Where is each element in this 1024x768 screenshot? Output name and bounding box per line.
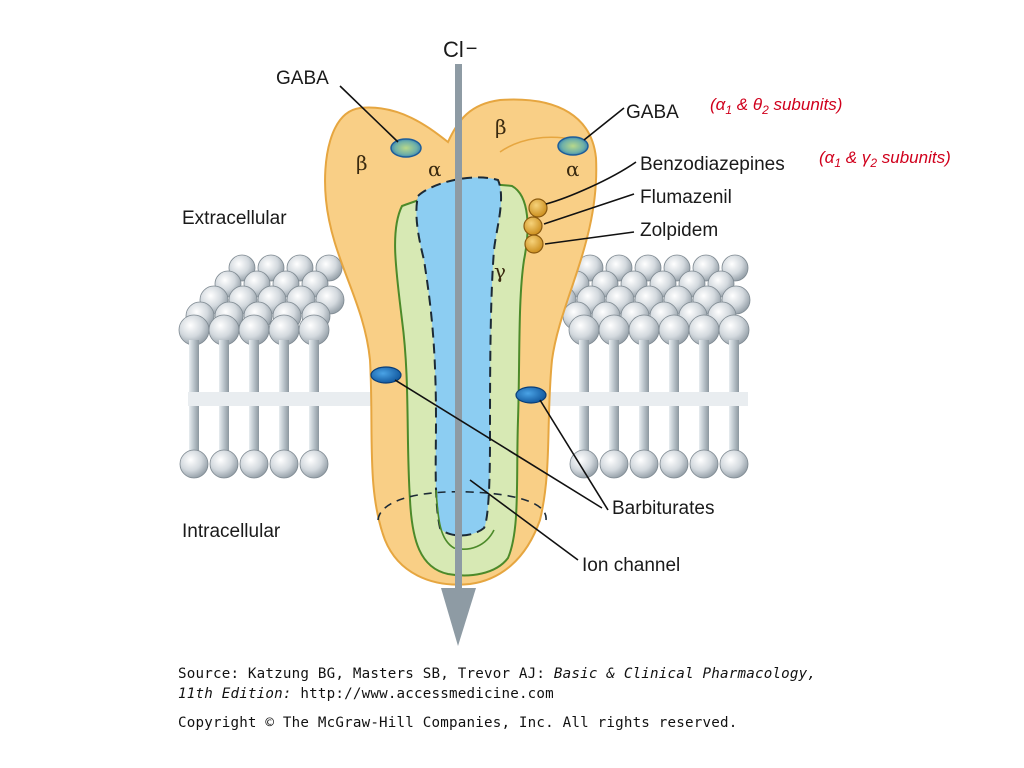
phospholipid-head (569, 449, 599, 479)
phospholipid-tail (219, 406, 229, 452)
benzodiazepines-label: Benzodiazepines (640, 154, 785, 175)
gaba-label-left: GABA (276, 68, 329, 89)
chloride-flow-arrow (441, 64, 476, 646)
bottom-dashed-ellipse (377, 490, 547, 521)
phospholipid-head (299, 449, 329, 479)
channel-inner-ring (435, 489, 495, 550)
phospholipid-tail (669, 340, 679, 392)
source-citation-line2: 11th Edition: http://www.accessmedicine.… (178, 686, 554, 702)
phospholipid-head (629, 449, 659, 479)
gaba-subunit-note: (α1 & θ2 subunits) (710, 95, 842, 117)
intracellular-label: Intracellular (182, 521, 281, 542)
membrane-tails (189, 340, 739, 452)
benzodiazepine-sites (523, 198, 548, 254)
subunit-beta-left: β (356, 151, 368, 175)
ion-channel-label: Ion channel (582, 555, 680, 576)
phospholipid-tail (249, 406, 259, 452)
phospholipid-tail (639, 340, 649, 392)
subunit-gamma: γ (494, 259, 506, 283)
phospholipid-tail (279, 340, 289, 392)
phospholipid-tail (189, 340, 199, 392)
phospholipid-tail (249, 340, 259, 392)
phospholipid-head (659, 449, 689, 479)
phospholipid-head (269, 449, 299, 479)
phospholipid-head (239, 449, 269, 479)
source-citation-line1: Source: Katzung BG, Masters SB, Trevor A… (178, 666, 817, 682)
barbiturates-label: Barbiturates (612, 498, 714, 519)
chloride-label: Cl− (443, 37, 477, 62)
phospholipid-tail (309, 406, 319, 452)
barbiturate-site-left (370, 366, 402, 384)
phospholipid-tail (309, 340, 319, 392)
subunit-alpha-right: α (566, 157, 580, 181)
phospholipid-tail (279, 406, 289, 452)
zolpidem-label: Zolpidem (640, 220, 718, 241)
phospholipid-head (209, 449, 239, 479)
copyright-notice: Copyright © The McGraw-Hill Companies, I… (178, 715, 738, 731)
phospholipid-tail (189, 406, 199, 452)
phospholipid-head (599, 449, 629, 479)
phospholipid-tail (639, 406, 649, 452)
phospholipid-head (719, 449, 749, 479)
leader-lines (339, 85, 637, 561)
phospholipid-tail (669, 406, 679, 452)
barbiturate-site-right (515, 386, 547, 404)
phospholipid-tail (729, 340, 739, 392)
flumazenil-label: Flumazenil (640, 187, 732, 208)
membrane-bottom-heads (179, 449, 749, 479)
extracellular-label: Extracellular (182, 208, 287, 229)
phospholipid-tail (699, 406, 709, 452)
subunit-alpha-left: α (428, 157, 442, 181)
subunit-beta-right: β (495, 115, 507, 139)
phospholipid-tail (609, 406, 619, 452)
gaba-site-right (557, 136, 589, 156)
phospholipid-head (689, 449, 719, 479)
phospholipid-tail (219, 340, 229, 392)
benzo-subunit-note: (α1 & γ2 subunits) (819, 148, 951, 170)
gaba-label-right: GABA (626, 102, 679, 123)
phospholipid-tail (729, 406, 739, 452)
phospholipid-head (179, 449, 209, 479)
phospholipid-tail (579, 340, 589, 392)
phospholipid-tail (609, 340, 619, 392)
phospholipid-tail (579, 406, 589, 452)
gaba-site-left (390, 138, 422, 158)
phospholipid-tail (699, 340, 709, 392)
